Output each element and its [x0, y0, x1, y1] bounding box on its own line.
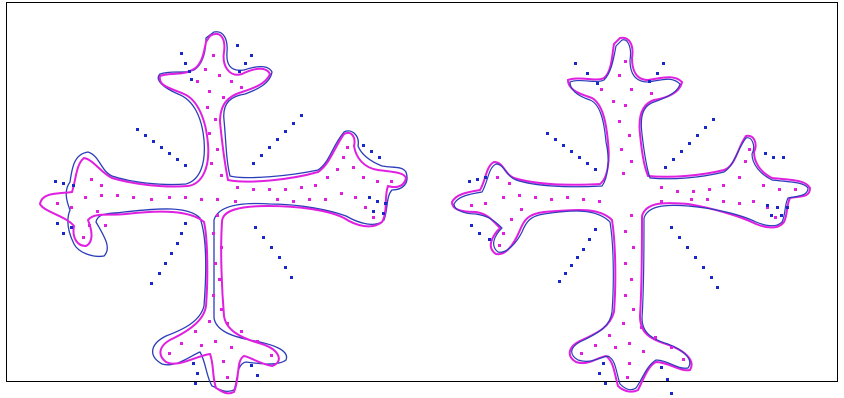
left-cross-panel [40, 32, 407, 394]
left-cross-magenta-contour [40, 34, 406, 393]
right-cross-blue-rays [468, 62, 789, 395]
right-cross-panel [452, 38, 810, 395]
left-cross-blue-contour [66, 32, 407, 392]
